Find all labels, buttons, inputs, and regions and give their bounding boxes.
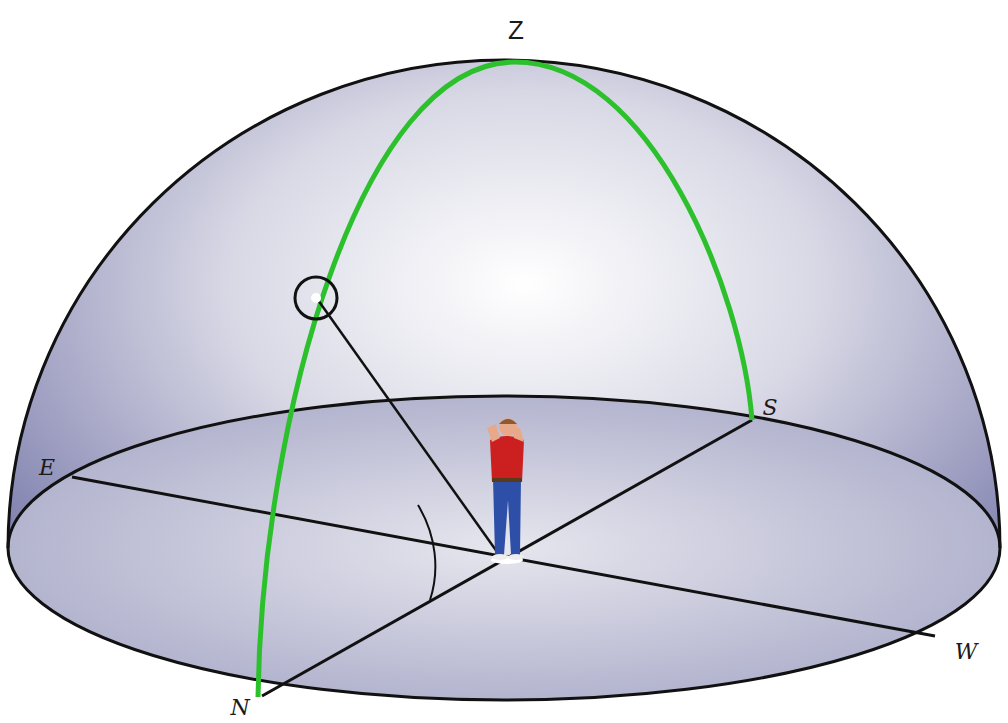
east-label: E bbox=[39, 457, 55, 479]
south-label: S bbox=[762, 397, 777, 419]
horizon bbox=[8, 396, 1000, 700]
zenith-label: Z bbox=[508, 17, 524, 43]
angle-arc bbox=[418, 505, 435, 600]
west-label: W bbox=[955, 641, 978, 663]
sight-line bbox=[318, 300, 500, 556]
meridian-arc bbox=[258, 62, 752, 697]
dome bbox=[8, 60, 1000, 700]
dome-outline bbox=[8, 60, 1000, 548]
star-marker bbox=[295, 277, 337, 319]
north-label: N bbox=[230, 697, 249, 719]
observer bbox=[487, 418, 524, 564]
star bbox=[311, 293, 321, 303]
east-west-line bbox=[72, 477, 935, 636]
north-south-line bbox=[262, 420, 752, 696]
